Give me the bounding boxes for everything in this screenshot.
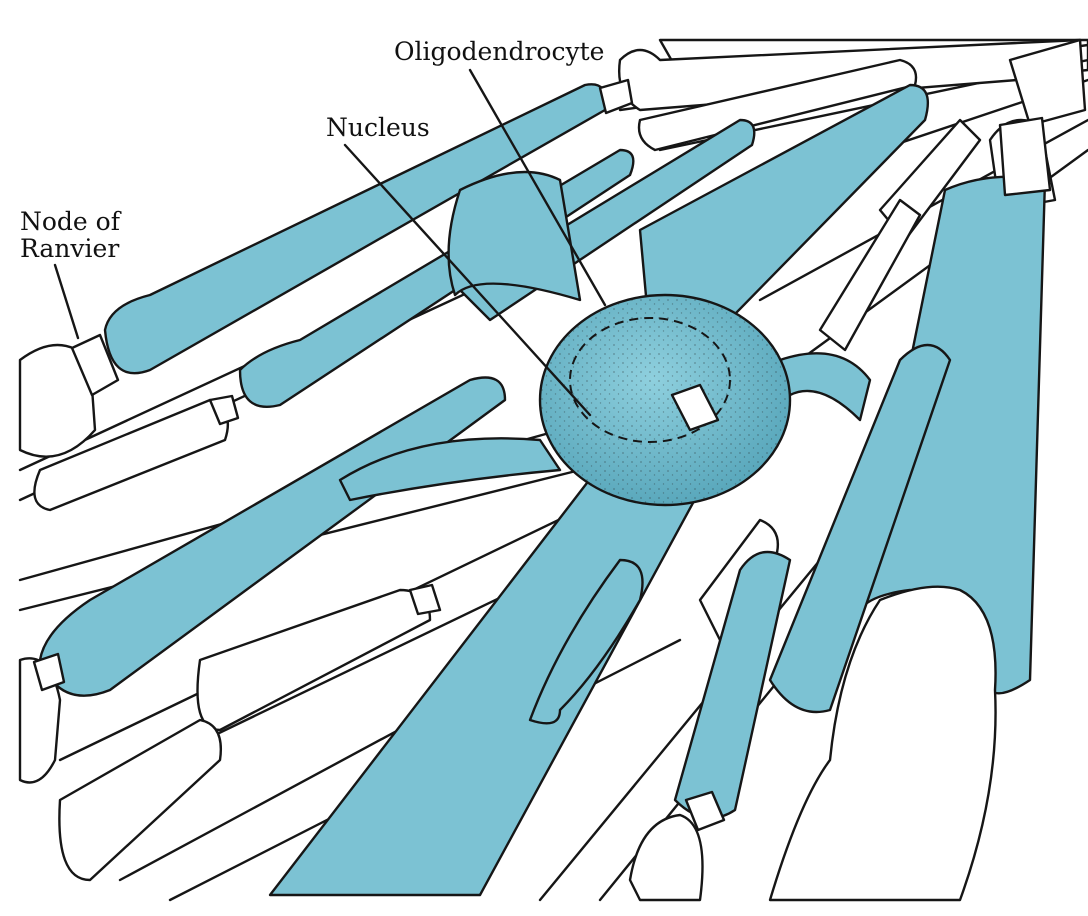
- white-internode-11: [818, 198, 922, 352]
- label-oligodendrocyte: Oligodendrocyte: [394, 37, 605, 66]
- white-internode-7: [58, 718, 222, 882]
- label-node-of-ranvier-line2: Ranvier: [20, 234, 120, 263]
- node-of-ranvier-lower-left: [32, 652, 66, 692]
- oligodendrocyte: [338, 170, 872, 725]
- white-internode-9: [1008, 38, 1087, 127]
- leader-lines: [53, 68, 607, 417]
- node-of-ranvier-bottom: [684, 790, 726, 832]
- leader-line-oligodendrocyte: [468, 68, 607, 307]
- white-internode-13: [628, 813, 704, 902]
- leader-line-node-of-ranvier: [53, 263, 80, 340]
- node-of-ranvier-center: [670, 383, 720, 432]
- label-nucleus: Nucleus: [326, 113, 430, 142]
- node-of-ranvier-upper: [598, 78, 634, 115]
- oligodendrocyte-process-left: [338, 437, 562, 502]
- nodes-of-ranvier: [32, 78, 1052, 832]
- white-internode-1: [18, 343, 97, 458]
- white-internode-5: [18, 657, 62, 784]
- cell-body-stipple: [540, 295, 790, 505]
- myelin-sheaths: [38, 83, 1047, 897]
- label-node-of-ranvier: Node of Ranvier: [20, 208, 120, 262]
- leader-line-nucleus: [343, 143, 592, 417]
- oligodendrocyte-process-right: [778, 352, 872, 422]
- node-of-ranvier-right: [998, 116, 1052, 197]
- node-of-ranvier-lower: [408, 583, 442, 616]
- axon-front-bottom: [768, 585, 997, 902]
- node-of-ranvier-mid: [208, 394, 240, 426]
- white-internodes: [18, 38, 1087, 902]
- myelin-sheath-right-mid: [768, 343, 952, 714]
- oligodendrocyte-process-loop: [528, 558, 644, 725]
- label-node-of-ranvier-line1: Node of: [20, 207, 120, 236]
- node-of-ranvier-left: [70, 333, 120, 397]
- white-internode-6: [196, 588, 432, 732]
